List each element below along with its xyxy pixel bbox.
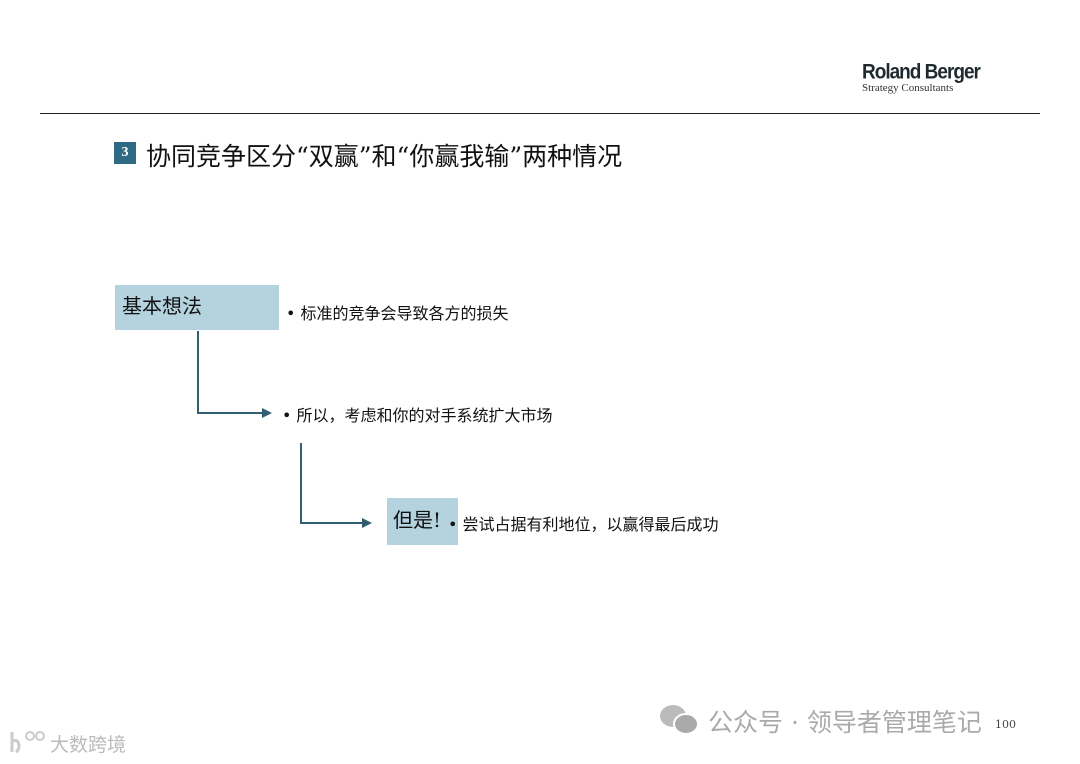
point-2: • 所以，考虑和你的对手系统扩大市场 [282, 406, 553, 425]
wechat-watermark: 公众号 · 领导者管理笔记 [708, 708, 982, 737]
page-number: 100 [995, 718, 1016, 731]
section-number: 3 [114, 142, 136, 164]
brand-logo-icon [10, 731, 45, 754]
logo-tagline: Strategy Consultants [862, 82, 954, 94]
logo-name: Roland Berger [862, 60, 981, 84]
point-3: • 尝试占据有利地位，以赢得最后成功 [448, 515, 719, 534]
brand-watermark: 大数跨境 [50, 734, 127, 756]
basic-idea-box: 基本想法 [115, 285, 279, 330]
slide-title: 协同竞争区分“双赢”和“你赢我输”两种情况 [146, 142, 623, 171]
point-1: • 标准的竞争会导致各方的损失 [286, 304, 509, 323]
arrow-2 [300, 443, 372, 528]
wechat-icon [660, 705, 699, 735]
arrow-1 [197, 331, 272, 418]
however-box: 但是! [387, 498, 458, 545]
header-divider [40, 113, 1040, 114]
